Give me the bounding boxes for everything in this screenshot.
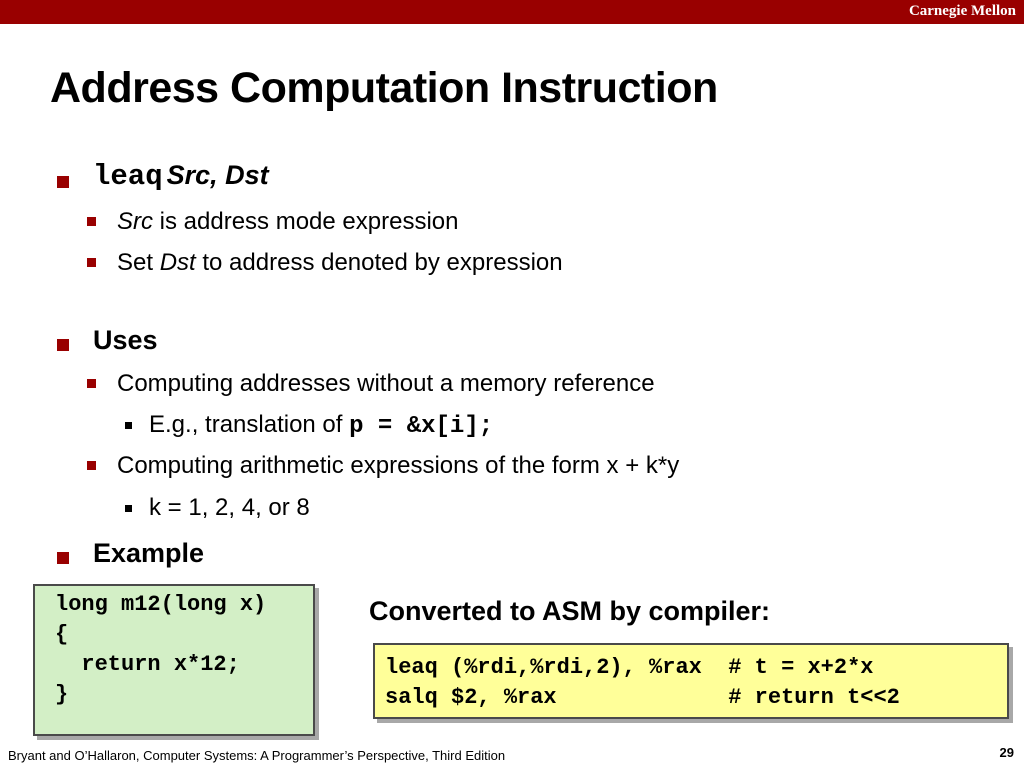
header-bar: Carnegie Mellon	[0, 0, 1024, 24]
footer-citation: Bryant and O’Hallaron, Computer Systems:…	[8, 748, 506, 763]
brand-label: Carnegie Mellon	[908, 3, 1016, 19]
uses-subitem-translation: E.g., translation of p = &x[i];	[149, 411, 494, 440]
example-heading: Example	[93, 538, 205, 568]
asm-code-box: leaq (%rdi,%rdi,2), %rax # t = x+2*x sal…	[373, 643, 1009, 719]
page-number: 29	[999, 745, 1014, 760]
sub-bullet-icon	[87, 379, 96, 388]
sub-bullet-icon	[87, 217, 96, 226]
sub-sub-bullet-icon	[125, 422, 132, 429]
leaq-item-dst: Set Dst to address denoted by expression	[117, 249, 563, 276]
leaq-operands: Src, Dst	[166, 160, 269, 190]
src-term: Src	[117, 208, 153, 235]
bullet-square-icon	[57, 552, 69, 564]
code-snippet: p = &x[i];	[349, 413, 494, 440]
sub-sub-bullet-icon	[125, 505, 132, 512]
c-code-box: long m12(long x) { return x*12; }	[33, 584, 315, 736]
dst-term: Dst	[159, 249, 196, 276]
sub-bullet-icon	[87, 461, 96, 470]
leaq-item-src: Src is address mode expression	[117, 208, 459, 235]
leaq-mnemonic: leaq	[93, 160, 163, 193]
bullet-square-icon	[57, 176, 69, 188]
uses-subitem-k: k = 1, 2, 4, or 8	[149, 494, 310, 521]
uses-item-addresses: Computing addresses without a memory ref…	[117, 370, 655, 397]
uses-heading: Uses	[93, 325, 158, 355]
sub-bullet-icon	[87, 258, 96, 267]
slide-title: Address Computation Instruction	[50, 64, 718, 112]
bullet-square-icon	[57, 339, 69, 351]
uses-item-arithmetic: Computing arithmetic expressions of the …	[117, 452, 680, 479]
asm-caption: Converted to ASM by compiler:	[369, 596, 771, 626]
